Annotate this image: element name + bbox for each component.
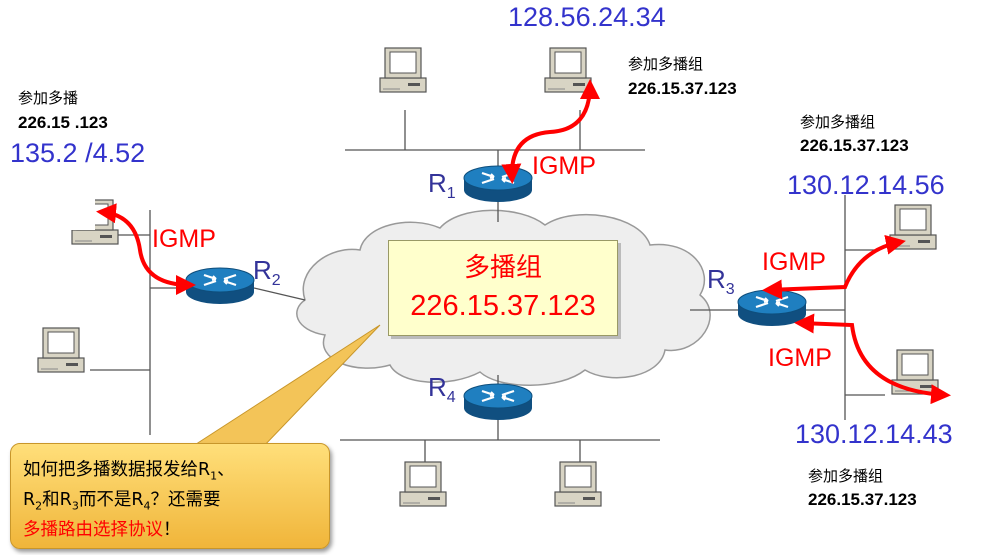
group-address-top: 226.15.37.123 xyxy=(628,79,737,98)
group-address-right-top: 226.15.37.123 xyxy=(800,136,909,155)
host-pc-bottom-left xyxy=(399,461,447,507)
multicast-group-address: 226.15.37.123 xyxy=(410,290,596,322)
group-address-right-bottom: 226.15.37.123 xyxy=(808,490,917,509)
igmp-label-r2: IGMP xyxy=(152,225,216,253)
host-pc-top-left xyxy=(379,47,427,93)
callout-pointer xyxy=(188,324,381,449)
router-r2 xyxy=(184,266,256,306)
router-r1 xyxy=(462,164,534,204)
igmp-label-r3-top: IGMP xyxy=(762,248,826,276)
callout-note: 如何把多播数据报发给R1、 R2和R3而不是R4？还需要 多播路由选择协议！ xyxy=(10,443,330,549)
host-pc-left-bottom xyxy=(37,327,85,373)
igmp-arrow-r3-bottom xyxy=(794,313,951,405)
router-label-r2: R2 xyxy=(253,255,281,290)
igmp-arrow-r3-top xyxy=(762,234,906,300)
join-label-right-bottom: 参加多播组 xyxy=(808,467,884,485)
ip-address-right-bottom: 130.12.14.43 xyxy=(795,419,953,449)
callout-line-3: 多播路由选择协议！ xyxy=(23,520,181,540)
host-pc-top-right xyxy=(544,47,592,93)
ip-address-top: 128.56.24.34 xyxy=(508,2,666,32)
multicast-group-box: 多播组 226.15.37.123 xyxy=(388,240,618,336)
router-r3 xyxy=(736,288,808,328)
ip-address-left: 135.2 /4.52 xyxy=(10,138,146,168)
callout-line-1: 如何把多播数据报发给R1、 xyxy=(23,460,235,483)
router-label-r1: R1 xyxy=(428,168,456,203)
ip-address-right-top: 130.12.14.56 xyxy=(787,170,945,200)
multicast-group-title: 多播组 xyxy=(463,253,542,283)
join-label-left: 参加多播 xyxy=(18,89,79,107)
router-label-r3: R3 xyxy=(707,264,735,299)
igmp-arrow-r2 xyxy=(96,203,196,295)
host-pc-bottom-right xyxy=(554,461,602,507)
igmp-arrow-r1 xyxy=(501,79,600,184)
igmp-label-r1: IGMP xyxy=(532,152,596,180)
router-label-r4: R4 xyxy=(428,372,456,407)
callout-line-2: R2和R3而不是R4？还需要 xyxy=(23,490,221,513)
router-r4 xyxy=(462,382,534,422)
join-label-right-top: 参加多播组 xyxy=(800,113,876,131)
join-label-top: 参加多播组 xyxy=(628,55,704,73)
igmp-label-r3-bottom: IGMP xyxy=(768,344,832,372)
group-address-left: 226.15 .123 xyxy=(18,113,108,132)
